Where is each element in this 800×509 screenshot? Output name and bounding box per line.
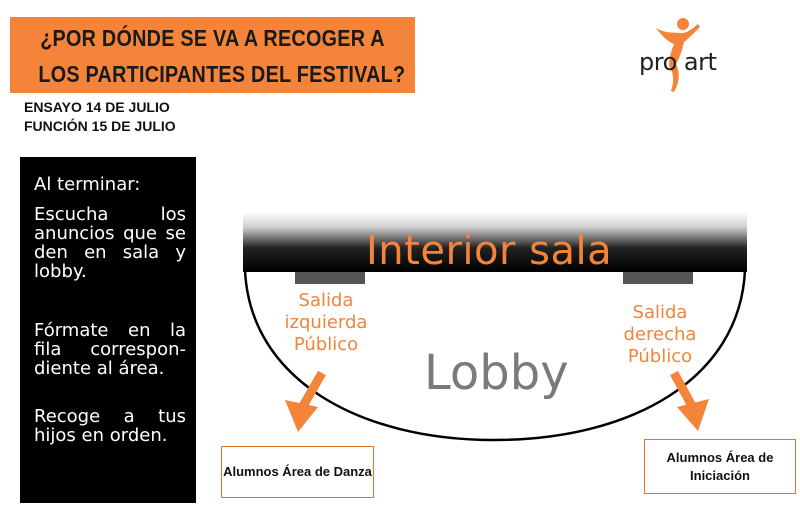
instructions-panel: Al terminar: Escucha los anuncios que se… (20, 157, 196, 503)
right-door (623, 272, 693, 284)
left-exit-label-line: izquierda (284, 312, 368, 333)
lobby-label: Lobby (424, 345, 569, 401)
left-door (295, 272, 365, 284)
step-1-text: Escucha los anuncios que se den en sala … (34, 204, 186, 282)
lobby-outline (243, 269, 747, 442)
initiation-area-label: Alumnos Área de Iniciación (666, 449, 774, 483)
title-line-1: ¿POR DÓNDE SE VA A RECOGER A (40, 25, 385, 51)
title-banner: ¿POR DÓNDE SE VA A RECOGER A LOS PARTICI… (10, 17, 415, 93)
left-exit-label-line: Salida (298, 290, 354, 311)
step-2-text: Fórmate en la fila correspon-diente al á… (34, 320, 186, 379)
dance-area-box: Alumnos Área de Danza (221, 446, 374, 498)
show-date: FUNCIÓN 15 DE JULIO (24, 118, 176, 134)
right-exit-arrow (670, 370, 709, 431)
left-exit-label: Salida izquierda Público (278, 290, 374, 356)
proart-logo: pro art (628, 14, 728, 94)
event-dates: ENSAYO 14 DE JULIO FUNCIÓN 15 DE JULIO (24, 98, 176, 136)
instructions-heading: Al terminar: (34, 174, 141, 195)
rehearsal-date: ENSAYO 14 DE JULIO (24, 99, 170, 115)
left-exit-label-line: Público (293, 334, 359, 355)
left-exit-arrow (285, 370, 326, 432)
right-exit-label-line: Salida (632, 302, 688, 323)
initiation-area-box: Alumnos Área de Iniciación (644, 439, 796, 494)
title-line-2: LOS PARTICIPANTES DEL FESTIVAL? (38, 61, 406, 87)
right-exit-label: Salida derecha Público (612, 302, 708, 368)
step-3-text: Recoge a tus hijos en orden. (34, 406, 186, 446)
right-exit-label-line: derecha (623, 324, 697, 345)
hall-label: Interior sala (366, 228, 613, 274)
logo-text: pro art (639, 48, 717, 76)
dancer-figure-icon (656, 18, 700, 92)
dance-area-label: Alumnos Área de Danza (223, 464, 372, 479)
hall-area (243, 212, 747, 272)
right-exit-label-line: Público (627, 346, 693, 367)
